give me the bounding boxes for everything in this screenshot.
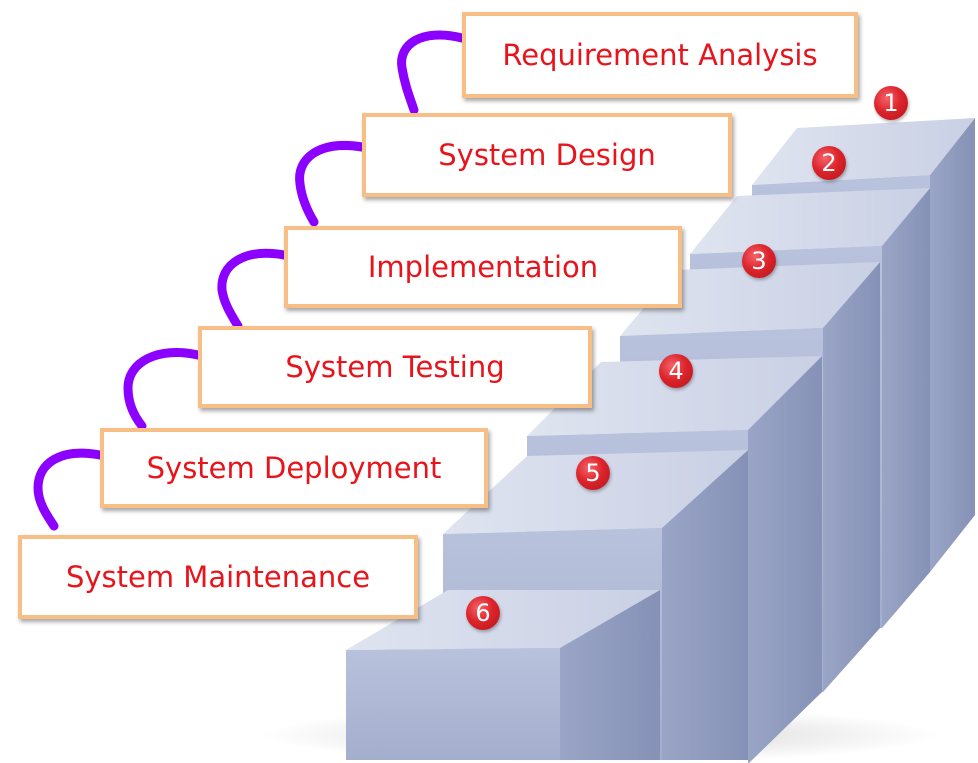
step-number-badge-3: 3: [742, 244, 776, 278]
connector-4-to-5: [123, 347, 203, 431]
step-label-implementation: Implementation: [367, 250, 599, 284]
step-box-2: System Design: [362, 113, 732, 197]
connector-2-to-3: [295, 141, 367, 227]
stair-step-6: [346, 590, 660, 760]
step-box-4: System Testing: [198, 326, 592, 408]
step-label-requirement-analysis: Requirement Analysis: [502, 38, 818, 72]
step-label-system-deployment: System Deployment: [146, 451, 442, 485]
step-number-badge-1: 1: [874, 86, 908, 120]
step-box-6: System Maintenance: [18, 535, 418, 619]
step-label-system-design: System Design: [438, 138, 656, 172]
connector-5-to-6: [33, 448, 105, 531]
step-box-5: System Deployment: [100, 428, 488, 508]
connector-1-to-2: [397, 30, 467, 115]
step-label-system-maintenance: System Maintenance: [65, 560, 371, 594]
step-box-3: Implementation: [284, 226, 682, 308]
step-box-1: Requirement Analysis: [462, 12, 858, 98]
connector-3-to-4: [217, 248, 289, 331]
step-number-badge-6: 6: [466, 596, 500, 630]
step-label-system-testing: System Testing: [285, 350, 505, 384]
step-number-badge-2: 2: [812, 146, 846, 180]
step-number-badge-4: 4: [659, 354, 693, 388]
step-number-badge-5: 5: [576, 456, 610, 490]
